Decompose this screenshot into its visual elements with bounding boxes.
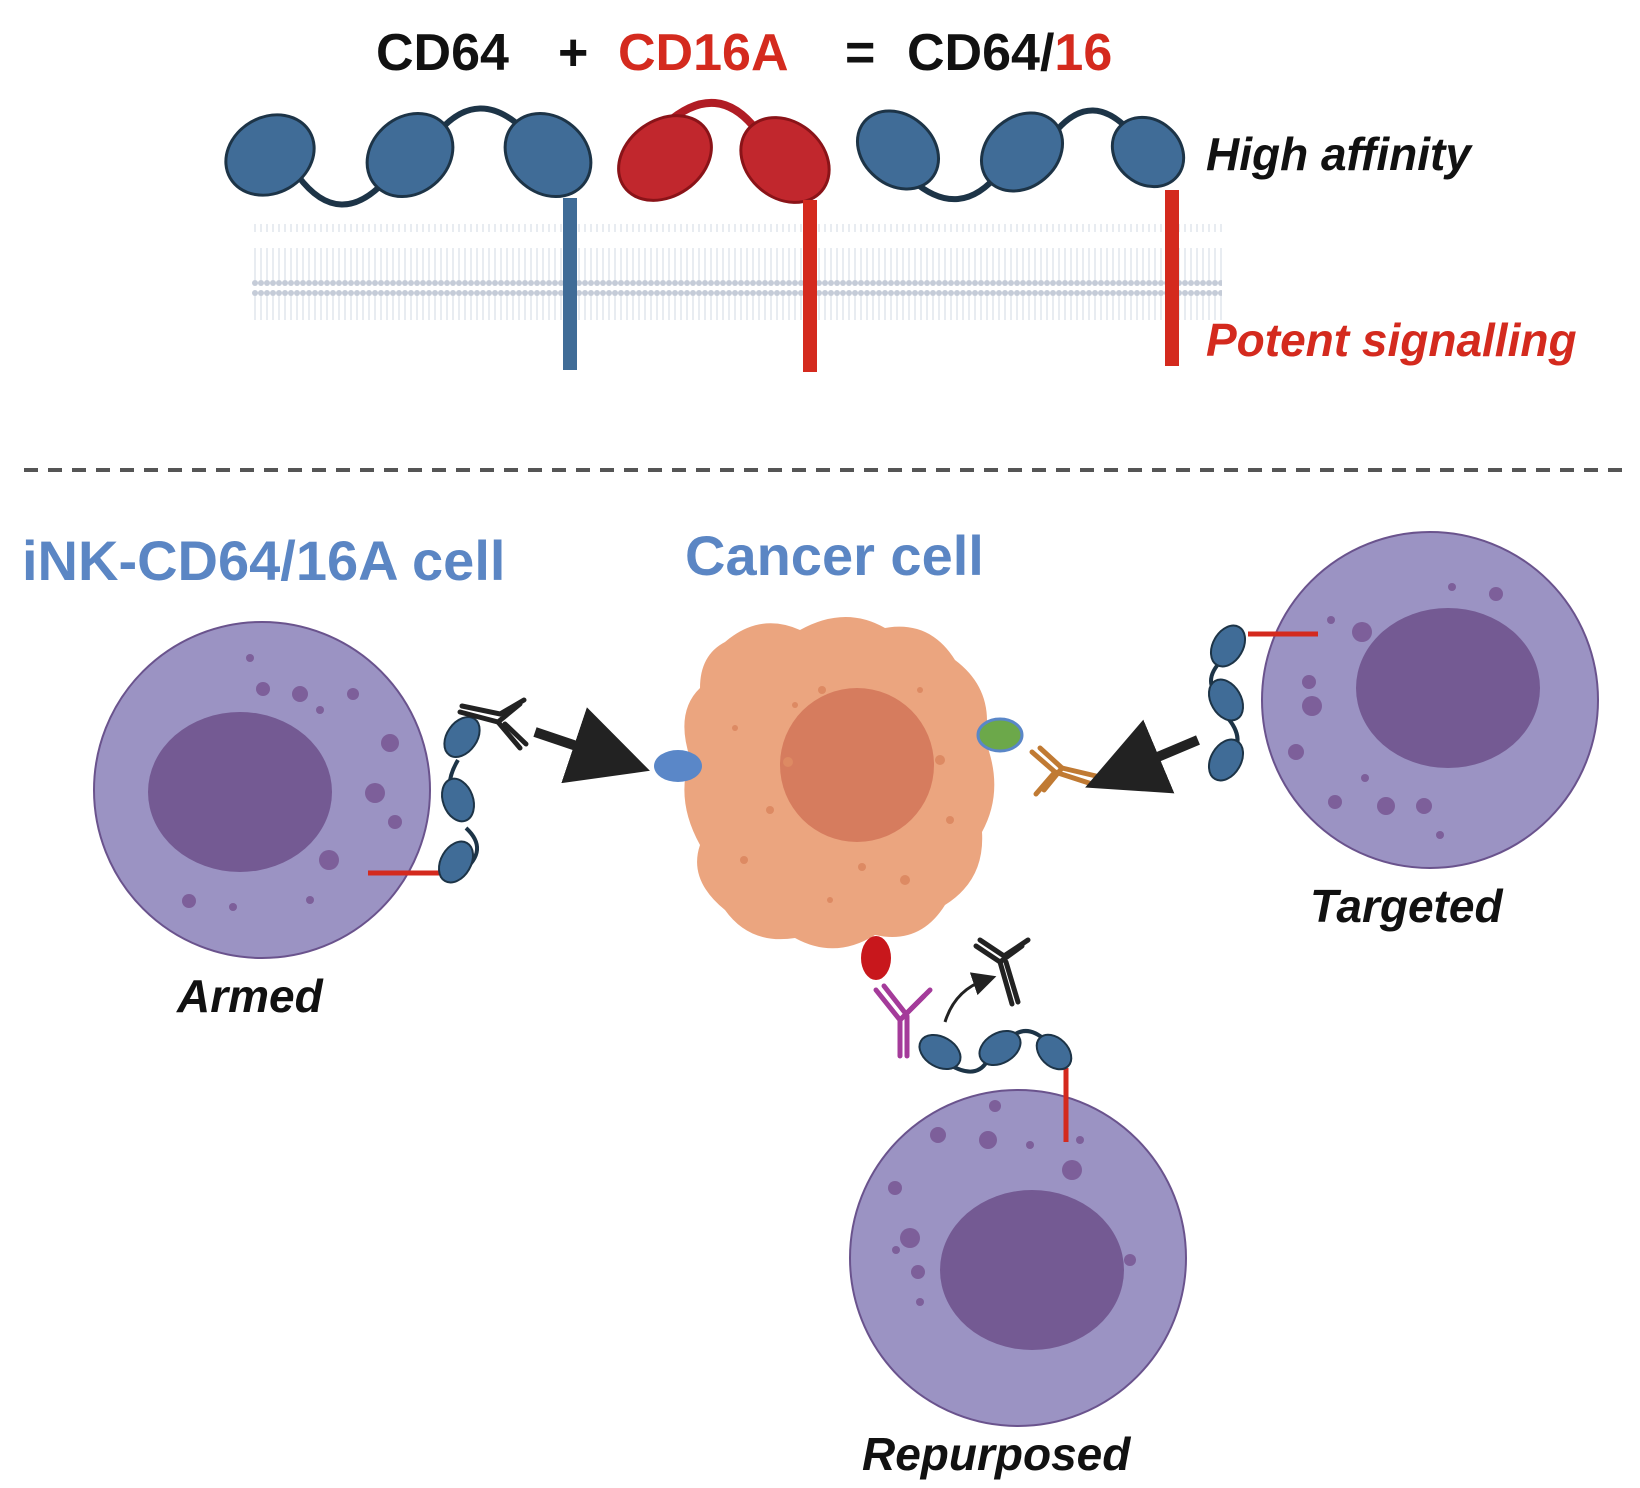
antibody-icon [873,983,933,1059]
nk-cell-armed [93,621,431,959]
targeted-receptor-icon [1207,624,1247,782]
nk-nucleus [148,712,332,872]
nk-cell-repurposed [849,1089,1187,1427]
result-prefix: CD64/ [907,24,1054,82]
plus-sign: + [558,24,588,82]
targeted-label: Targeted [1310,880,1503,932]
green-antigen-icon [976,717,1024,753]
red-antigen-icon [861,936,891,980]
arrow-icon [943,972,997,1023]
arrow-icon [533,707,650,784]
armed-receptor-icon [437,716,481,884]
nk-cell-targeted [1261,531,1599,869]
arrow-icon [1085,719,1200,794]
repurposed-label: Repurposed [862,1428,1131,1480]
antibody-icon [457,697,529,751]
repurposed-receptor-icon [918,1029,1073,1074]
equals-sign: = [845,24,875,82]
term-cd64: CD64 [376,24,509,82]
equation-header: CD64 + CD16A = CD64/16 [376,24,1112,82]
cd64-receptor-icon [224,105,593,370]
ink-cell-title: iNK-CD64/16A cell [22,529,505,592]
term-cd16a: CD16A [618,24,789,82]
cd16a-receptor-icon [617,99,831,372]
cancer-cell-title: Cancer cell [685,524,984,587]
armed-label: Armed [176,970,324,1022]
result-label: CD64/16 [907,24,1112,82]
antibody-icon [1029,745,1099,797]
chimeric-receptor-icon [855,107,1186,366]
cancer-nucleus [780,688,934,842]
potent-signalling-label: Potent signalling [1206,314,1577,366]
nk-nucleus [940,1190,1124,1350]
antibody-icon [973,937,1031,1007]
result-suffix: 16 [1054,24,1112,82]
cancer-cell [684,616,995,949]
high-affinity-label: High affinity [1206,128,1473,180]
nk-nucleus [1356,608,1540,768]
blue-antigen-icon [654,750,702,782]
cell-membrane [252,224,1222,320]
